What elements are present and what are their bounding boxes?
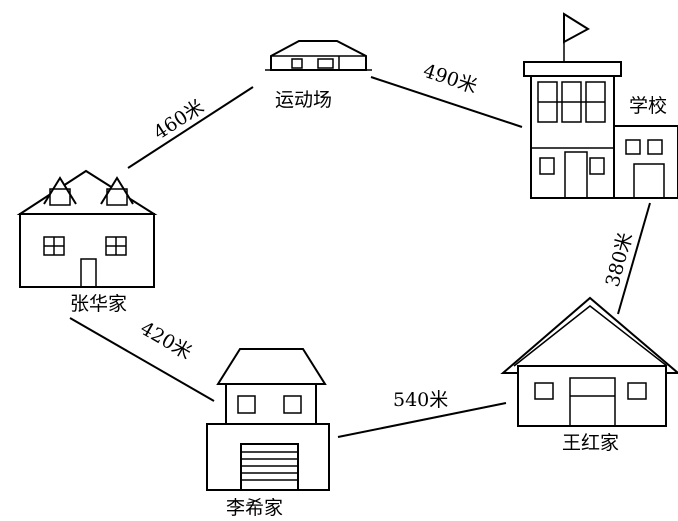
- road-stadium-school: [370, 76, 523, 128]
- road-zhanghua-stadium: [127, 86, 254, 169]
- lixi-house-icon: [206, 348, 330, 491]
- stadium-icon: [265, 40, 372, 71]
- distance-lixi-wanghong: 540米: [393, 389, 448, 411]
- wanghong-label: 王红家: [562, 432, 619, 454]
- zhanghua-house-icon: [16, 169, 158, 288]
- road-school-wanghong: [617, 202, 651, 315]
- zhanghua-label: 张华家: [70, 293, 127, 315]
- road-zhanghua-lixi: [69, 317, 215, 402]
- school-icon: [523, 12, 678, 199]
- wanghong-house-icon: [500, 296, 678, 427]
- distance-school-wanghong: 380米: [602, 230, 638, 289]
- distance-stadium-school: 490米: [420, 60, 479, 98]
- distance-zhanghua-lixi: 420米: [137, 317, 196, 364]
- stadium-label: 运动场: [275, 89, 332, 111]
- lixi-label: 李希家: [226, 497, 283, 519]
- distance-zhanghua-stadium: 460米: [150, 96, 208, 145]
- school-label: 学校: [629, 95, 667, 117]
- road-lixi-wanghong: [337, 402, 507, 438]
